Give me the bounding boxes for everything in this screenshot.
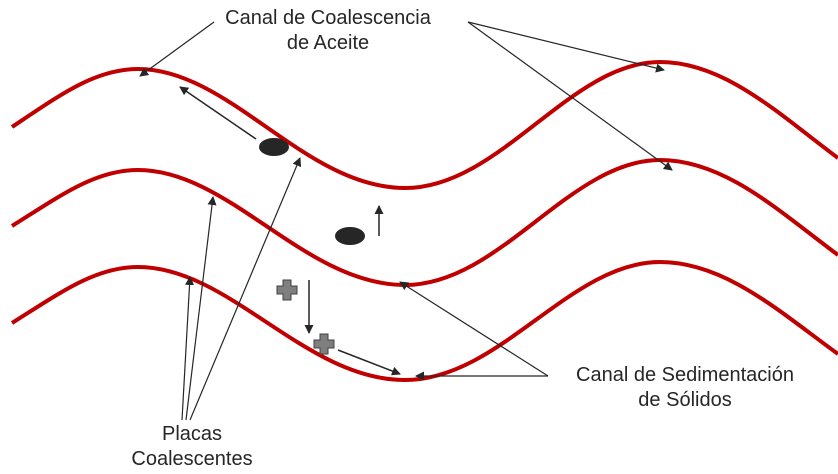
oil-coalescence-channel-label: Canal de Coalescencia de Aceite bbox=[196, 6, 460, 56]
solid-particle-lower bbox=[313, 333, 335, 355]
sediment-channel-label-line1: Canal de Sedimentación bbox=[576, 364, 794, 386]
plate-bottom bbox=[10, 259, 838, 383]
oil-channel-leader-right-top bbox=[467, 21, 665, 73]
plates-leader-3 bbox=[189, 157, 302, 421]
callout-lines bbox=[139, 21, 673, 421]
plate-top bbox=[10, 59, 838, 191]
solid-particle-upper bbox=[276, 279, 298, 301]
sediment-channel-label: Canal de Sedimentación de Sólidos bbox=[540, 363, 830, 413]
solid-particles bbox=[276, 279, 335, 355]
coalescing-plates-label: Placas Coalescentes bbox=[112, 422, 272, 472]
oil-channel-leader-right-mid bbox=[467, 21, 673, 171]
coalescing-plates bbox=[10, 59, 838, 383]
plates-leader-2 bbox=[185, 196, 217, 421]
oil-channel-label-line1: Canal de Coalescencia bbox=[225, 7, 431, 29]
plate-middle bbox=[10, 157, 838, 288]
solid-slide-arrow bbox=[337, 349, 401, 376]
plates-leader-1 bbox=[181, 276, 195, 421]
oil-rise-arrow-upper bbox=[179, 86, 257, 140]
sediment-leader-middle bbox=[399, 281, 549, 377]
oil-droplet-middle bbox=[335, 227, 365, 245]
plates-label-line2: Coalescentes bbox=[131, 448, 253, 470]
sediment-channel-label-line2: de Sólidos bbox=[638, 389, 732, 411]
oil-droplets bbox=[259, 138, 365, 245]
oil-channel-leader-left bbox=[139, 21, 215, 77]
plates-label-line1: Placas bbox=[161, 423, 223, 445]
oil-droplet-upper bbox=[259, 138, 289, 156]
motion-arrows bbox=[179, 86, 401, 376]
oil-channel-label-line2: de Aceite bbox=[286, 32, 370, 54]
